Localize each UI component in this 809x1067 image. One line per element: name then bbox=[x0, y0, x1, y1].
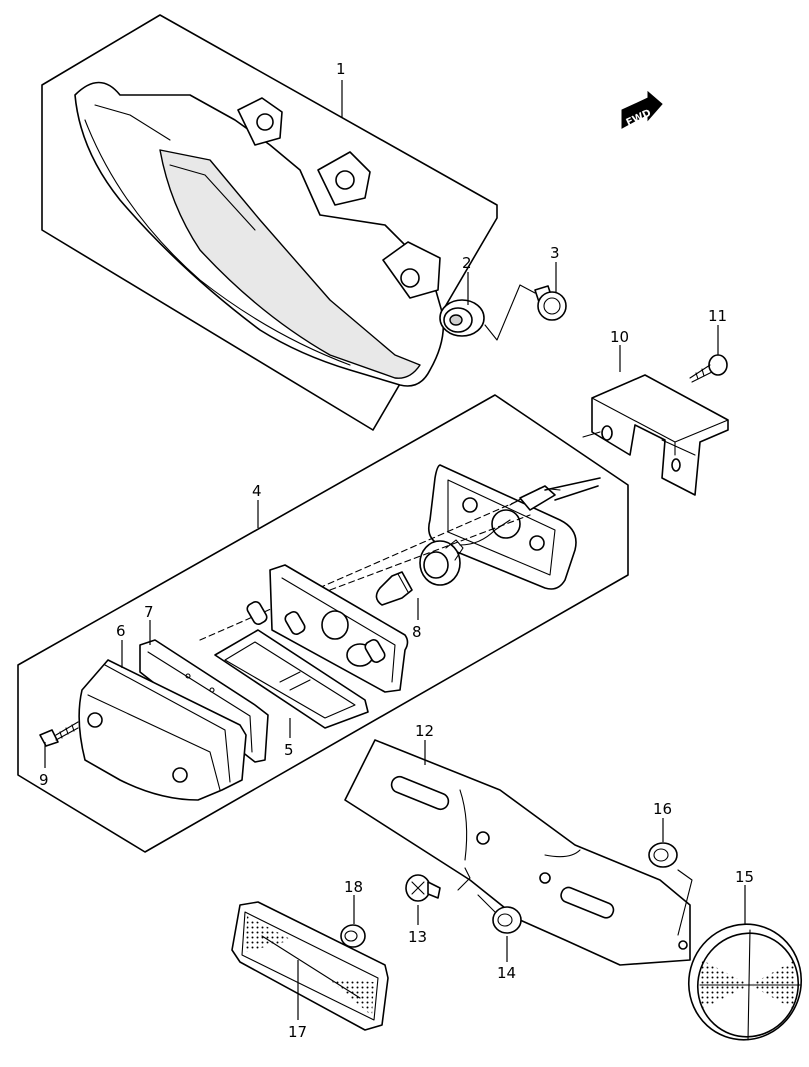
license-lamp-base bbox=[427, 464, 601, 590]
tail-light-assembly bbox=[74, 81, 445, 387]
lens-cover-part-5 bbox=[214, 629, 369, 729]
callout-12: 12 bbox=[415, 722, 434, 740]
callout-15: 15 bbox=[735, 868, 754, 886]
callout-9: 9 bbox=[39, 771, 49, 789]
callout-8: 8 bbox=[412, 623, 422, 641]
bolt-assembly-line bbox=[484, 284, 536, 341]
callout-13: 13 bbox=[408, 928, 427, 946]
lens-housing-part-6 bbox=[78, 659, 247, 801]
callout-2: 2 bbox=[462, 254, 472, 272]
callout-17: 17 bbox=[288, 1023, 307, 1041]
group-box-1 bbox=[41, 14, 498, 431]
assembly-axis-1 bbox=[199, 499, 521, 641]
bracket-part-10 bbox=[591, 374, 729, 496]
callout-7: 7 bbox=[144, 603, 154, 621]
callout-10: 10 bbox=[610, 328, 629, 346]
screw-part-13 bbox=[405, 874, 441, 902]
fwd-arrow-icon: FWD bbox=[621, 90, 663, 129]
screw-part-9 bbox=[39, 721, 79, 747]
callout-16: 16 bbox=[653, 800, 672, 818]
round-reflector-part-15 bbox=[687, 923, 803, 1041]
callout-labels: 1 2 3 4 5 6 7 8 9 10 11 12 13 14 15 16 1… bbox=[39, 60, 754, 1041]
callout-3: 3 bbox=[550, 244, 560, 262]
socket-holder-frame bbox=[246, 564, 409, 693]
nut-16-axis-line bbox=[677, 869, 693, 936]
nut-part-14 bbox=[492, 906, 522, 934]
callout-1: 1 bbox=[336, 60, 346, 78]
callout-6: 6 bbox=[116, 622, 126, 640]
callout-4: 4 bbox=[252, 482, 262, 500]
bolt-part-3 bbox=[534, 285, 567, 321]
screw-axis-line bbox=[457, 867, 471, 891]
reflector-bracket-part-12 bbox=[344, 739, 691, 966]
bulb-part-8 bbox=[375, 571, 413, 606]
callout-14: 14 bbox=[497, 964, 516, 982]
bulb-socket bbox=[419, 519, 511, 586]
leader-lines bbox=[44, 80, 746, 1020]
bracket-mount-line bbox=[582, 431, 601, 438]
grommet-part-2 bbox=[439, 299, 485, 337]
callout-5: 5 bbox=[284, 741, 294, 759]
rect-reflector-part-17 bbox=[231, 901, 389, 1031]
nut-part-16 bbox=[648, 842, 678, 868]
callout-11: 11 bbox=[708, 307, 727, 325]
assembly-axis-2 bbox=[329, 514, 531, 591]
group-box-4 bbox=[17, 394, 629, 853]
nut-part-18 bbox=[340, 924, 366, 948]
screw-part-11 bbox=[689, 354, 728, 383]
nut-axis-line bbox=[477, 894, 496, 913]
callout-18: 18 bbox=[344, 878, 363, 896]
